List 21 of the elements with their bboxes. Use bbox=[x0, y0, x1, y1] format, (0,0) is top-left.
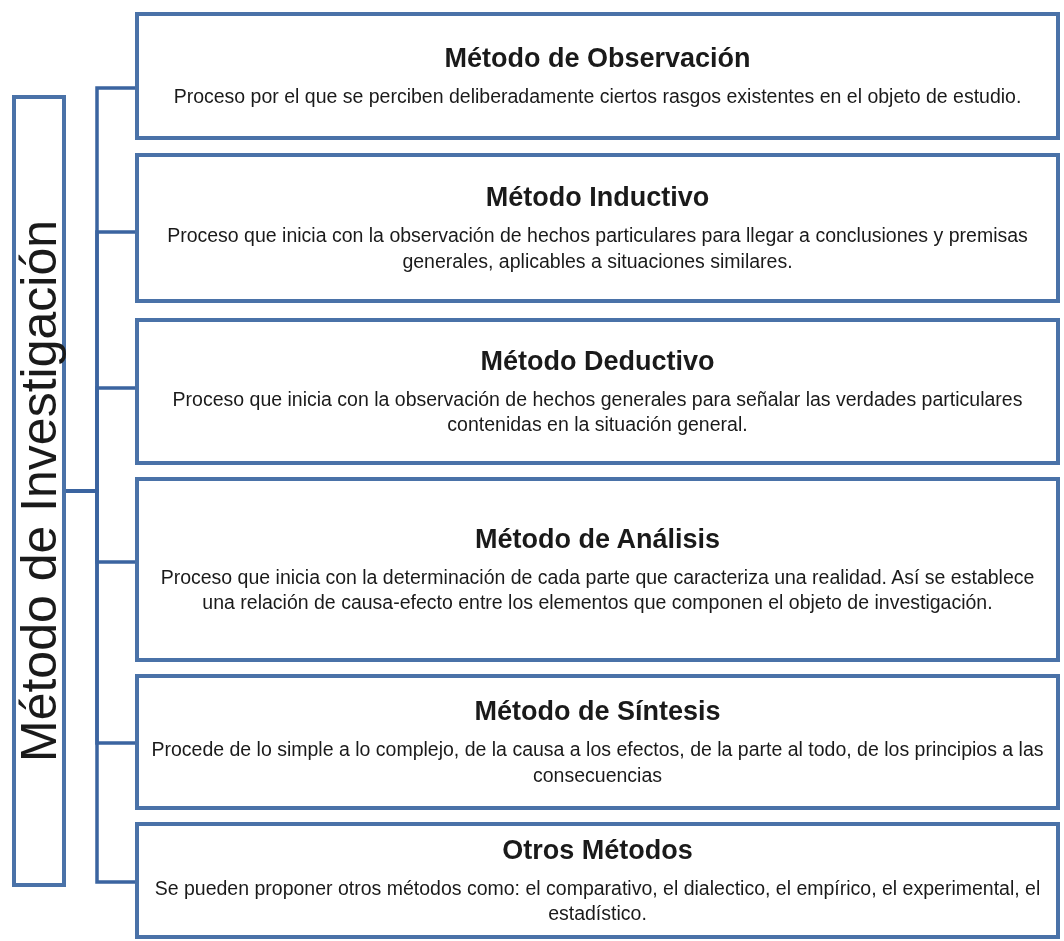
root-box bbox=[12, 95, 66, 887]
method-title: Método de Observación bbox=[444, 42, 751, 74]
method-box bbox=[135, 674, 1060, 810]
root-title: Método de Investigación bbox=[10, 220, 68, 762]
method-description: Proceso que inicia con la determinación de cada parte que caracteriza una realidad. Así se establece una relación de causa-efecto entre los elementos que componen el objeto de investigación. bbox=[159, 564, 1036, 615]
method-title: Método Deductivo bbox=[480, 345, 715, 377]
method-box bbox=[135, 318, 1060, 465]
method-description: Proceso que inicia con la observación de hechos particulares para llegar a conclusiones y premisas generales, aplicables a situaciones similares. bbox=[166, 223, 1029, 274]
method-description: Proceso por el que se perciben deliberadamente ciertos rasgos existentes en el objeto de estudio. bbox=[173, 83, 1022, 109]
method-title: Método de Síntesis bbox=[474, 696, 721, 728]
method-title: Otros Métodos bbox=[502, 834, 693, 866]
method-box bbox=[135, 477, 1060, 662]
bracket-connector bbox=[66, 489, 135, 884]
method-box bbox=[135, 153, 1060, 303]
method-description: Proceso que inicia con la observación de hechos generales para señalar las verdades particulares contenidas en la situación general. bbox=[171, 386, 1024, 437]
method-description: Procede de lo simple a lo complejo, de la causa a los efectos, de la parte al todo, de los principios a las consecuencias bbox=[150, 737, 1045, 788]
method-title: Método Inductivo bbox=[485, 182, 710, 214]
method-box bbox=[135, 12, 1060, 140]
method-box bbox=[135, 822, 1060, 939]
method-description: Se pueden proponer otros métodos como: el comparativo, el dialectico, el empírico, el experimental, el estadístico. bbox=[153, 875, 1042, 926]
method-title: Método de Análisis bbox=[475, 523, 720, 555]
